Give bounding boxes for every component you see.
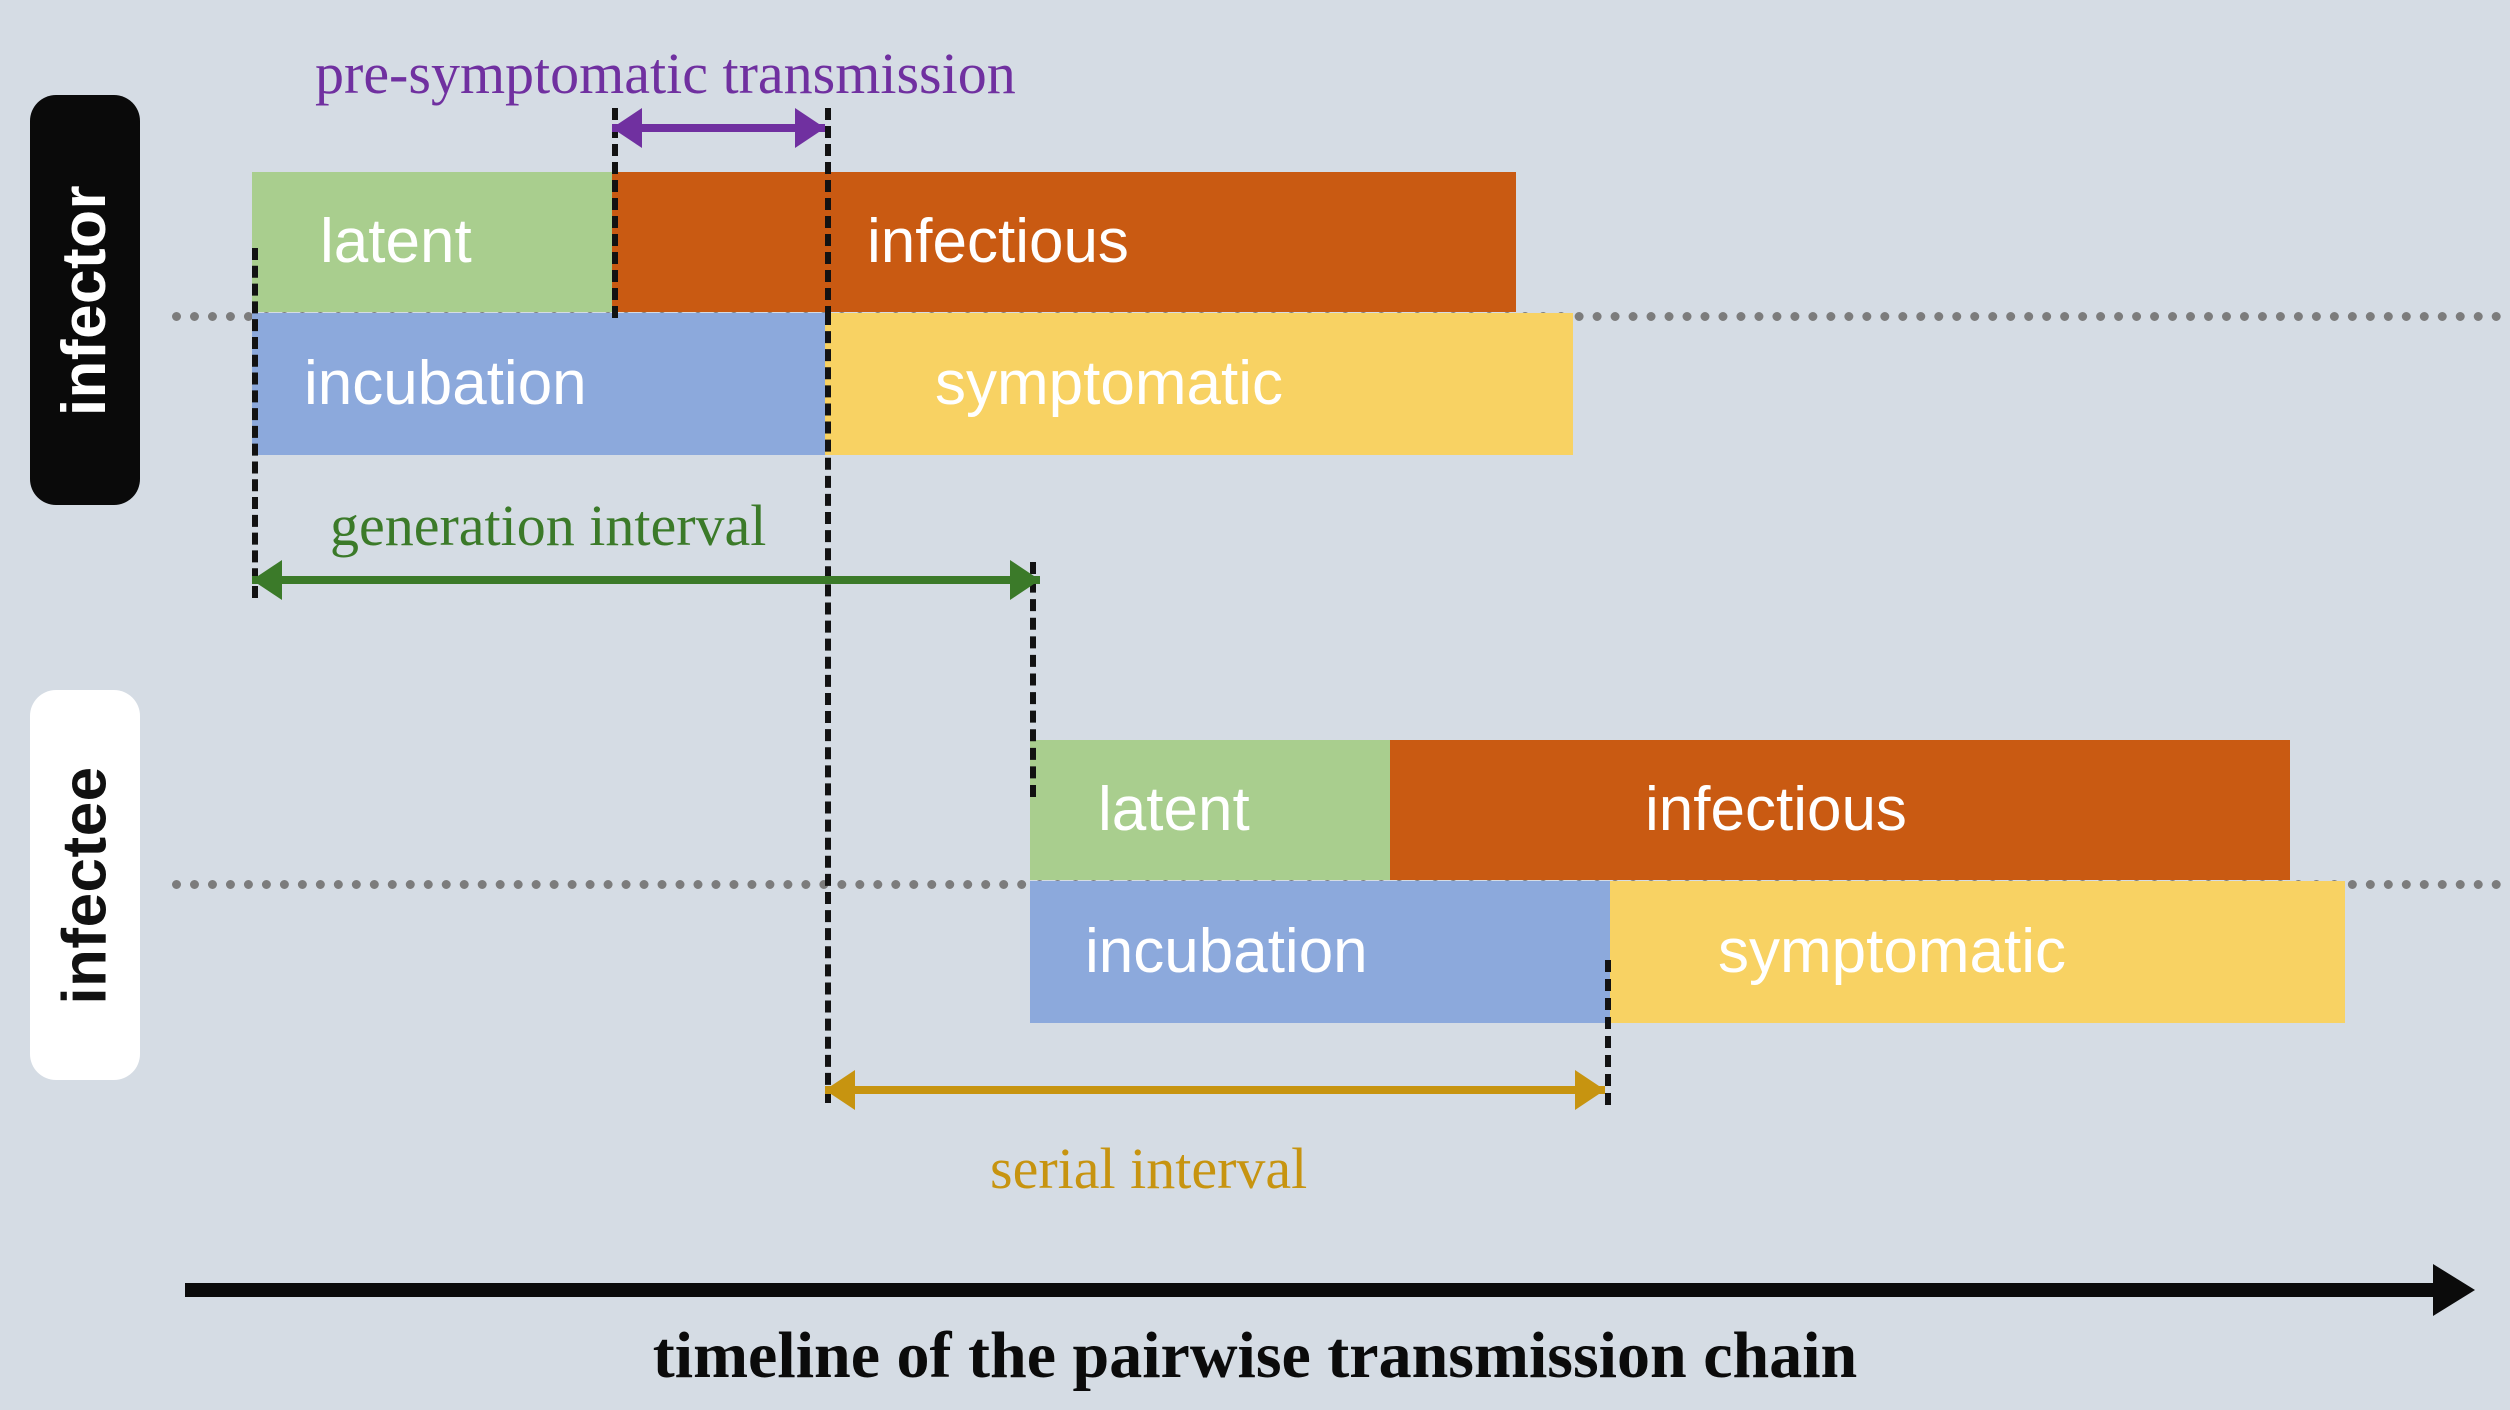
infector-bar-infectious-label: infectious [867,207,1129,276]
event-line-infector-infection [252,248,258,598]
infectee-bar-infectious-label: infectious [1645,775,1907,844]
arrow-shaft [825,1086,1605,1094]
infector-bar-symptomatic: symptomatic [825,313,1573,455]
infectee-bar-incubation-label: incubation [1085,917,1368,986]
role-label-infector-text: infector [50,184,120,416]
event-line-infectee-symptom-onset [1605,960,1611,1105]
arrow-head-right-icon [795,108,825,148]
event-line-infectee-infection [1030,562,1036,797]
arrow-head-right-icon [1575,1070,1605,1110]
event-line-infector-symptom-onset-top [825,108,831,318]
arrow-head-left-icon [252,560,282,600]
infector-bar-latent-label: latent [320,207,472,276]
infector-bar-symptomatic-label: symptomatic [935,349,1283,418]
arrow-head-right-icon [1010,560,1040,600]
infectee-bar-symptomatic: symptomatic [1610,881,2345,1023]
arrow-shaft [252,576,1040,584]
infector-bar-incubation: incubation [252,313,825,455]
timeline-axis-shaft [185,1283,2433,1297]
role-label-infectee-text: infectee [50,765,120,1005]
arrow-head-left-icon [612,108,642,148]
infector-bar-latent: latent [252,172,612,312]
infectee-bar-incubation: incubation [1030,881,1610,1023]
timeline-caption: timeline of the pairwise transmission ch… [652,1319,1858,1392]
infectee-bar-latent-label: latent [1098,775,1250,844]
infector-bar-infectious: infectious [612,172,1516,312]
role-label-infector: infector [30,95,140,505]
interval-label-pre-symptomatic-transmission: pre-symptomatic transmission [315,41,1016,106]
arrow-shaft [612,124,825,132]
infectee-bar-symptomatic-label: symptomatic [1718,917,2066,986]
infectee-bar-infectious: infectious [1390,740,2290,880]
interval-label-generation-interval: generation interval [330,493,767,558]
event-line-infector-infectiousness-onset [612,108,618,318]
interval-label-serial-interval: serial interval [990,1136,1308,1201]
role-label-infectee: infectee [30,690,140,1080]
infectee-bar-latent: latent [1030,740,1390,880]
arrow-head-left-icon [825,1070,855,1110]
arrow-head-right-icon [2433,1264,2475,1316]
event-line-infector-symptom-onset [825,313,831,1103]
infector-bar-incubation-label: incubation [304,349,587,418]
